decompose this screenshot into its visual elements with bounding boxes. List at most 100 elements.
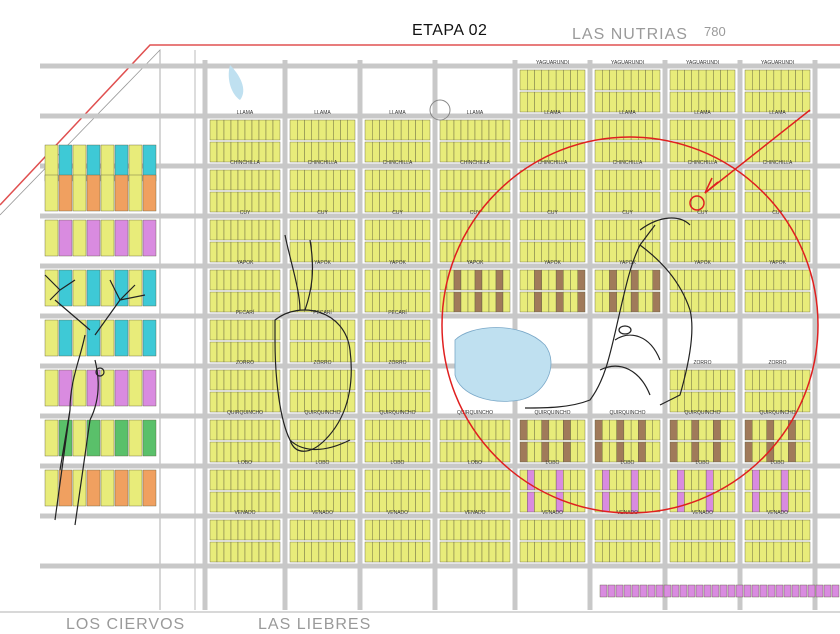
lot — [623, 219, 632, 241]
lot — [58, 219, 73, 257]
lot — [752, 469, 760, 491]
lot — [379, 219, 387, 241]
lot — [795, 491, 803, 513]
lot — [638, 441, 646, 463]
lot — [630, 69, 639, 91]
lot — [408, 469, 416, 491]
lot — [223, 369, 232, 391]
lot — [311, 491, 320, 513]
lot — [752, 391, 760, 413]
lot — [594, 191, 603, 213]
lot — [616, 141, 625, 163]
lot — [439, 191, 448, 213]
lot — [609, 469, 617, 491]
lot — [645, 191, 653, 213]
street-label: YAGUARUNDI — [611, 60, 644, 66]
lot — [534, 491, 542, 513]
lot — [272, 219, 281, 241]
lot — [488, 119, 497, 141]
lot — [609, 169, 617, 191]
lot — [289, 219, 298, 241]
lot — [594, 269, 603, 291]
lot — [555, 219, 564, 241]
lot — [216, 491, 225, 513]
lot — [691, 541, 700, 563]
lot — [623, 491, 632, 513]
lot — [788, 91, 796, 113]
street-label: YAGUARUNDI — [761, 60, 794, 66]
lot — [727, 519, 736, 541]
lot — [128, 269, 143, 307]
lot — [563, 241, 571, 263]
lot — [548, 119, 557, 141]
lot — [616, 419, 625, 441]
lot — [372, 141, 380, 163]
lot — [495, 119, 504, 141]
lot — [616, 219, 625, 241]
lot — [340, 269, 348, 291]
lot — [393, 391, 402, 413]
lot — [780, 419, 789, 441]
street-label: VENADO — [464, 510, 485, 516]
lot — [379, 319, 387, 341]
lot — [340, 491, 348, 513]
lot — [297, 241, 305, 263]
lot — [788, 169, 796, 191]
lot — [333, 369, 341, 391]
lot — [258, 319, 267, 341]
street-label: YAPOK — [237, 260, 255, 266]
lot — [386, 119, 395, 141]
lot — [759, 291, 767, 313]
lot — [780, 191, 789, 213]
lot — [400, 141, 409, 163]
lot — [519, 141, 528, 163]
lot — [773, 69, 782, 91]
lot — [594, 69, 603, 91]
lot — [698, 519, 707, 541]
lot — [223, 241, 232, 263]
lot — [372, 469, 380, 491]
street-label: QUIRQUINCHO — [609, 410, 645, 416]
lot — [698, 369, 707, 391]
lot — [364, 369, 373, 391]
lot — [713, 541, 721, 563]
lot — [677, 491, 685, 513]
lot — [372, 491, 380, 513]
lot — [534, 241, 542, 263]
lot — [780, 391, 789, 413]
lot — [72, 219, 87, 257]
lot — [453, 441, 462, 463]
lot — [645, 69, 653, 91]
lot — [773, 91, 782, 113]
lot — [325, 141, 334, 163]
lot — [446, 491, 455, 513]
lot — [519, 241, 528, 263]
lot — [311, 519, 320, 541]
lot — [594, 169, 603, 191]
lot — [698, 91, 707, 113]
lot — [759, 369, 767, 391]
lot — [780, 291, 789, 313]
lot — [364, 391, 373, 413]
lot — [691, 519, 700, 541]
lot — [318, 469, 327, 491]
lot — [325, 291, 334, 313]
lot — [386, 169, 395, 191]
lot — [599, 584, 608, 598]
lot — [237, 419, 246, 441]
lot — [318, 291, 327, 313]
lot — [780, 91, 789, 113]
lot — [400, 391, 409, 413]
lot — [318, 141, 327, 163]
lot — [548, 91, 557, 113]
lot — [638, 291, 646, 313]
lot — [467, 291, 476, 313]
lot — [766, 219, 775, 241]
lot — [527, 491, 535, 513]
neighborhood-top-label: LAS NUTRIAS — [572, 26, 688, 43]
lot — [645, 541, 653, 563]
lot — [481, 269, 490, 291]
lot — [541, 219, 550, 241]
lot — [698, 169, 707, 191]
lot — [577, 169, 586, 191]
